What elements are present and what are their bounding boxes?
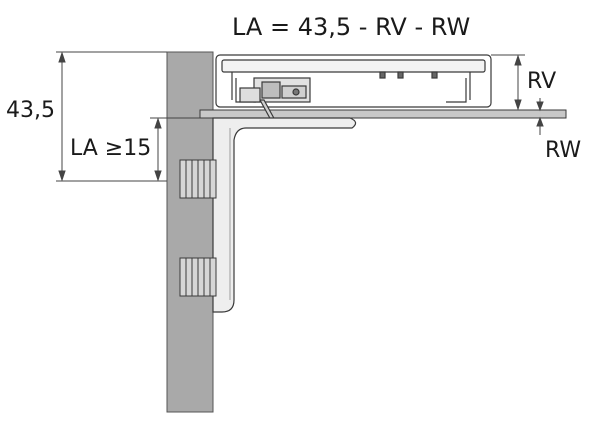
door-panel bbox=[199, 109, 567, 119]
cabinet-side-panel bbox=[166, 51, 214, 413]
upper-dowel bbox=[179, 159, 217, 199]
formula-label: LA = 43,5 - RV - RW bbox=[232, 13, 470, 41]
dimension-rv bbox=[491, 54, 525, 111]
dimension-43-5 bbox=[56, 51, 167, 182]
mounting-bracket bbox=[212, 117, 357, 313]
hinge-arm bbox=[239, 77, 311, 123]
lower-dowel bbox=[179, 257, 217, 297]
dimension-la bbox=[150, 117, 200, 182]
dimension-rv-label: RV bbox=[527, 69, 556, 94]
dimension-la-label: LA ≥15 bbox=[70, 136, 151, 161]
dimension-rw-label: RW bbox=[545, 138, 581, 163]
dimension-rw bbox=[536, 98, 544, 135]
dimension-43-5-label: 43,5 bbox=[6, 98, 55, 123]
